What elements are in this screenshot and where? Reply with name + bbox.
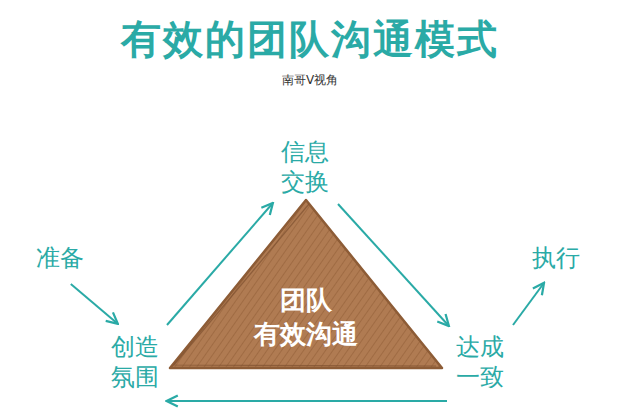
step-label: 创造 氛围 — [108, 329, 162, 395]
step-label: 达成 一致 — [453, 329, 507, 395]
step-label: 执行 — [529, 240, 583, 276]
core-triangle: 团队 有效沟通 — [168, 198, 444, 370]
step-label: 准备 — [33, 240, 87, 276]
flow-arrow — [513, 284, 543, 325]
sketch-stroke — [174, 204, 436, 366]
step-text: 创造 氛围 — [111, 332, 159, 392]
core-text: 团队 有效沟通 — [254, 284, 358, 352]
author-subtitle: 南哥V视角 — [282, 72, 338, 89]
step-label: 信息 交换 — [278, 134, 332, 200]
triangle-fill — [170, 200, 442, 368]
step-text: 信息 交换 — [281, 137, 329, 197]
step-text: 达成 一致 — [456, 332, 504, 392]
step-text: 执行 — [532, 243, 580, 273]
diagram-title: 有效的团队沟通模式 — [0, 12, 620, 67]
flow-arrow — [168, 400, 447, 402]
step-text: 准备 — [36, 243, 84, 273]
flow-arrow — [71, 284, 117, 323]
